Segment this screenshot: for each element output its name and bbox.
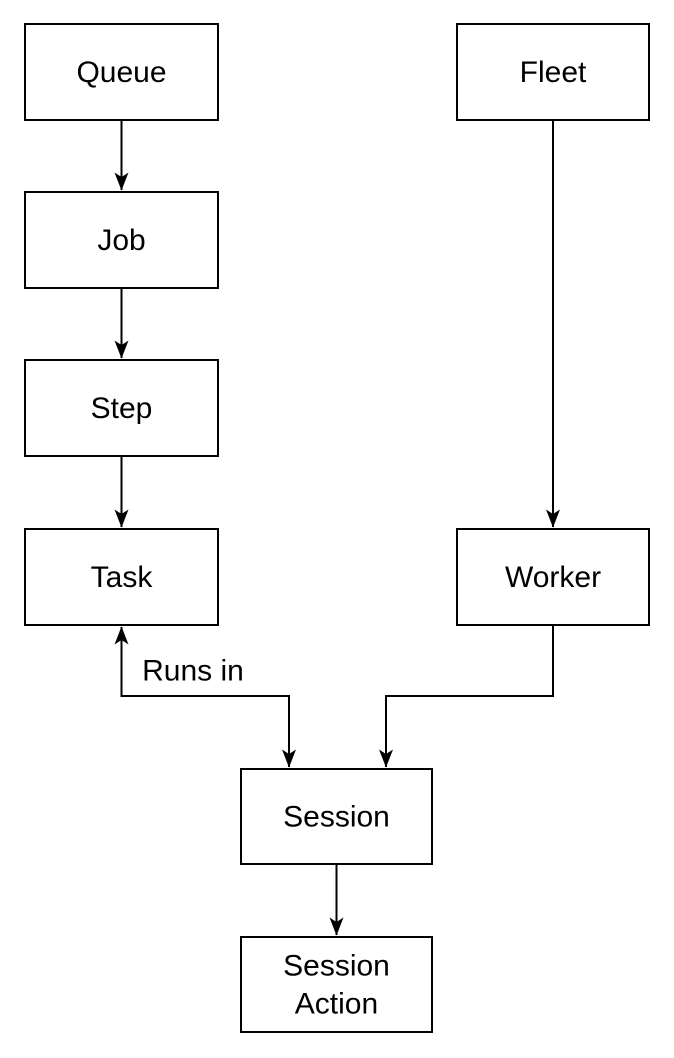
edge-worker-to-session xyxy=(379,625,554,768)
node-task-label: Task xyxy=(91,561,154,594)
node-step: Step xyxy=(24,359,219,457)
node-session-box xyxy=(240,768,433,865)
node-session-label: Session xyxy=(283,800,390,833)
edge-task-session-runs-in xyxy=(114,626,296,768)
node-session-action-label-line: Action xyxy=(295,987,378,1020)
node-task: Task xyxy=(24,528,219,626)
node-step-label: Step xyxy=(91,392,153,425)
node-task-box xyxy=(24,528,219,626)
edges-layer: Runs in xyxy=(114,120,560,936)
node-worker-label: Worker xyxy=(505,561,601,594)
node-queue-box xyxy=(24,23,219,121)
node-worker: Worker xyxy=(456,528,650,626)
nodes-layer: QueueJobStepTaskFleetWorkerSessionSessio… xyxy=(24,23,650,1033)
node-queue-label: Queue xyxy=(76,56,166,89)
node-queue: Queue xyxy=(24,23,219,121)
node-job-box xyxy=(24,191,219,289)
node-session: Session xyxy=(240,768,433,865)
node-job-label-line: Job xyxy=(97,224,145,257)
node-job-label: Job xyxy=(97,224,145,257)
node-worker-label-line: Worker xyxy=(505,561,601,594)
node-session-action-box xyxy=(240,936,433,1033)
node-queue-label-line: Queue xyxy=(76,56,166,89)
node-fleet: Fleet xyxy=(456,23,650,121)
edge-label-task-session-runs-in: Runs in xyxy=(142,655,244,688)
node-session-label-line: Session xyxy=(283,800,390,833)
node-step-box xyxy=(24,359,219,457)
node-fleet-box xyxy=(456,23,650,121)
node-session-action-label-line: Session xyxy=(283,949,390,982)
node-job: Job xyxy=(24,191,219,289)
node-worker-box xyxy=(456,528,650,626)
node-fleet-label: Fleet xyxy=(520,56,587,89)
node-step-label-line: Step xyxy=(91,392,153,425)
node-fleet-label-line: Fleet xyxy=(520,56,587,89)
node-task-label-line: Task xyxy=(91,561,154,594)
